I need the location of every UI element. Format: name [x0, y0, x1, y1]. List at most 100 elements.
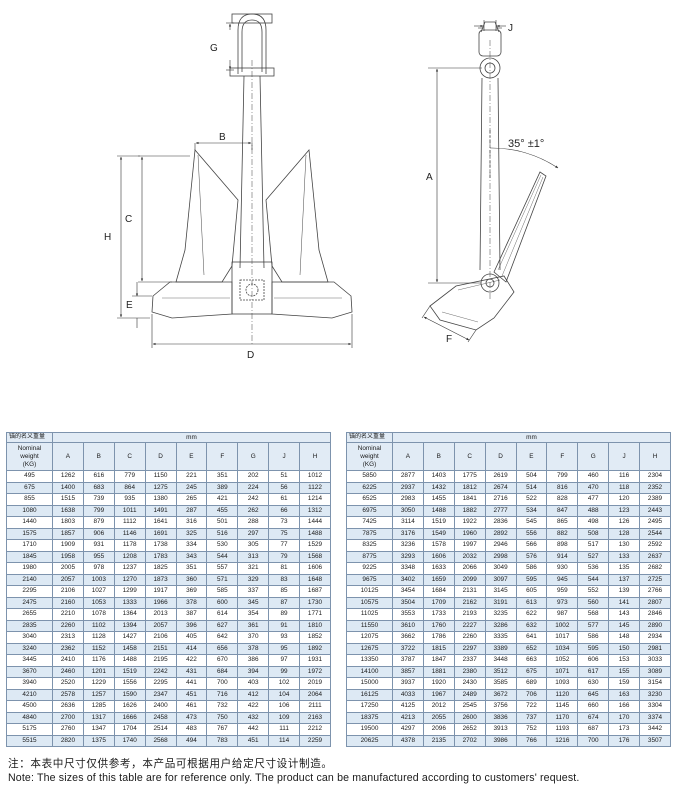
table-cell: 2619 [484, 470, 517, 483]
table-cell: 441 [175, 677, 208, 690]
table-cell: 1966 [144, 596, 177, 609]
table-cell: 2682 [639, 562, 671, 575]
table-cell: 1333 [113, 596, 146, 609]
table-cell: 3448 [484, 654, 517, 667]
table-cell: 1270 [113, 573, 146, 586]
table-cell: 148 [608, 631, 640, 644]
dim-label-a: A [426, 172, 433, 183]
table-cell: 914 [546, 550, 579, 563]
table-cell: 361 [237, 619, 270, 632]
table-cell: 1027 [82, 585, 115, 598]
table-cell: 930 [546, 562, 579, 575]
cell-nominal-weight: 2655 [6, 608, 53, 621]
table-cell: 1011 [113, 504, 146, 517]
table-cell: 1432 [422, 481, 455, 494]
table-cell: 1455 [422, 493, 455, 506]
table-cell: 1783 [144, 550, 177, 563]
table-cell: 2313 [52, 631, 84, 644]
table-cell: 2066 [453, 562, 486, 575]
table-cell: 2877 [392, 470, 424, 483]
table-cell: 1128 [82, 631, 115, 644]
table-cell: 514 [515, 481, 548, 494]
table-cell: 2162 [453, 596, 486, 609]
table-cell: 622 [515, 608, 548, 621]
table-cell: 1364 [113, 608, 146, 621]
cell-nominal-weight: 2835 [6, 619, 53, 632]
dim-label-h: H [104, 232, 111, 243]
cell-nominal-weight: 17250 [346, 700, 393, 713]
note-chinese: 注：本表中尺寸仅供参考，本产品可根据用户给定尺寸设计制造。 [8, 758, 333, 770]
table-cell: 3836 [484, 711, 517, 724]
table-cell: 504 [515, 470, 548, 483]
table-cell: 1857 [52, 527, 84, 540]
table-cell: 560 [577, 596, 610, 609]
table-cell: 351 [206, 470, 239, 483]
table-cell: 483 [175, 723, 208, 736]
table-cell: 102 [268, 677, 300, 690]
table-cell: 297 [237, 527, 270, 540]
table-cell: 508 [577, 527, 610, 540]
table-cell: 2212 [299, 723, 331, 736]
table-cell: 3504 [392, 596, 424, 609]
table-cell: 2160 [52, 596, 84, 609]
table-cell: 321 [237, 562, 270, 575]
table-cell: 1847 [422, 654, 455, 667]
table-cell: 221 [175, 470, 208, 483]
table-cell: 1102 [82, 619, 115, 632]
table-cell: 3402 [392, 573, 424, 586]
table-cell: 1659 [422, 573, 455, 586]
table-cell: 2195 [144, 654, 177, 667]
table-cell: 1810 [299, 619, 331, 632]
table-cell: 245 [175, 481, 208, 494]
table-cell: 61 [268, 493, 300, 506]
table-cell: 2389 [639, 493, 671, 506]
table-cell: 91 [268, 619, 300, 632]
table-cell: 783 [206, 734, 239, 747]
table-cell: 2981 [639, 642, 671, 655]
table-cell: 617 [577, 665, 610, 678]
table-cell: 95 [268, 642, 300, 655]
table-cell: 3787 [392, 654, 424, 667]
table-cell: 642 [206, 631, 239, 644]
table-cell: 973 [546, 596, 579, 609]
table-cell: 470 [577, 481, 610, 494]
table-cell: 987 [546, 608, 579, 621]
table-cell: 1519 [422, 516, 455, 529]
table-cell: 3236 [392, 539, 424, 552]
table-cell: 606 [577, 654, 610, 667]
table-cell: 1852 [299, 631, 331, 644]
table-cell: 700 [577, 734, 610, 747]
table-cell: 498 [577, 516, 610, 529]
table-cell: 1738 [144, 539, 177, 552]
table-cell: 2495 [639, 516, 671, 529]
table-cell: 732 [206, 700, 239, 713]
table-cell: 3050 [392, 504, 424, 517]
table-cell: 1917 [144, 585, 177, 598]
cell-nominal-weight: 9675 [346, 573, 393, 586]
table-cell: 3507 [639, 734, 671, 747]
table-cell: 630 [577, 677, 610, 690]
table-cell: 3553 [392, 608, 424, 621]
table-cell: 586 [515, 562, 548, 575]
table-cell: 75 [268, 527, 300, 540]
table-cell: 1825 [144, 562, 177, 575]
table-cell: 155 [608, 665, 640, 678]
table-cell: 1380 [144, 493, 177, 506]
table-cell: 566 [515, 539, 548, 552]
table-cell: 370 [237, 631, 270, 644]
table-cell: 3672 [484, 688, 517, 701]
cell-nominal-weight: 15000 [346, 677, 393, 690]
table-cell: 1931 [299, 654, 331, 667]
